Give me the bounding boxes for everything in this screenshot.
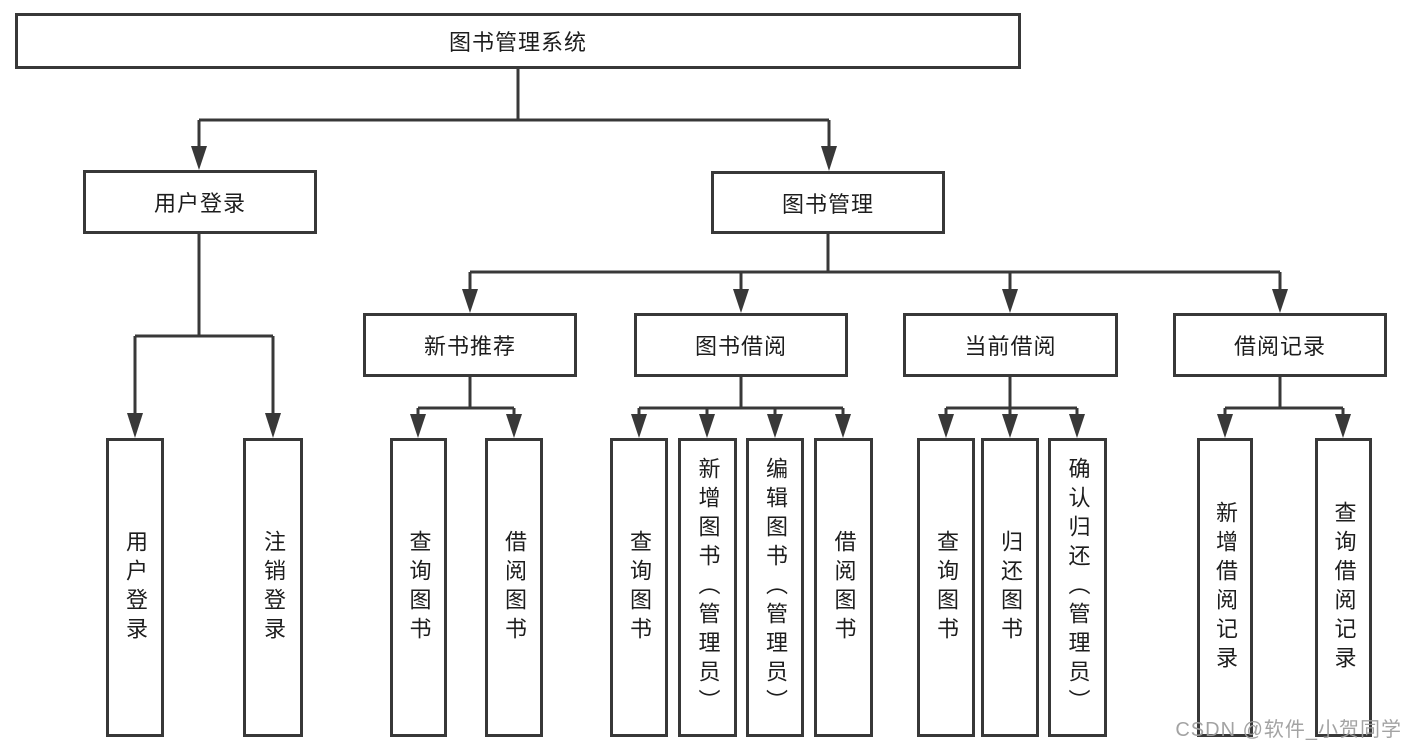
node-label: 图书管理	[781, 191, 874, 217]
node-label: 用户登录	[153, 191, 246, 216]
leaf-label: 查询图书	[934, 529, 959, 646]
leaf-label: 查询图书	[406, 529, 432, 646]
node-current-borrow: 当前借阅	[903, 313, 1118, 377]
connector-book-borrow-children	[631, 377, 851, 438]
leaf-add-books-admin: 新增图书（管理员）	[678, 438, 737, 737]
leaf-borrow-books-recommend: 借阅图书	[485, 438, 543, 737]
leaf-label: 归还图书	[998, 529, 1023, 646]
connector-root-to-level2	[191, 69, 837, 171]
leaf-label: 新增借阅记录	[1213, 500, 1238, 675]
node-user-login: 用户登录	[83, 170, 317, 234]
node-book-management: 图书管理	[711, 171, 945, 234]
leaf-logout: 注销登录	[243, 438, 303, 737]
node-new-book-recommend: 新书推荐	[363, 313, 577, 377]
node-label: 新书推荐	[423, 334, 516, 359]
leaf-query-books-current: 查询图书	[917, 438, 975, 737]
leaf-label: 借阅图书	[502, 529, 527, 646]
node-label: 图书管理系统	[448, 30, 587, 55]
leaf-label: 新增图书（管理员）	[695, 457, 721, 718]
node-label: 借阅记录	[1233, 334, 1326, 359]
leaf-return-books: 归还图书	[981, 438, 1039, 737]
connector-current-borrow-children	[938, 377, 1085, 438]
leaf-confirm-return-admin: 确认归还（管理员）	[1048, 438, 1107, 737]
node-library-management-system: 图书管理系统	[15, 13, 1021, 69]
connector-borrow-record-children	[1217, 377, 1351, 438]
node-borrow-record: 借阅记录	[1173, 313, 1387, 377]
node-label: 当前借阅	[964, 334, 1057, 359]
connector-new-book-children	[410, 377, 522, 438]
node-book-borrow: 图书借阅	[634, 313, 848, 377]
leaf-query-books-borrow: 查询图书	[610, 438, 668, 737]
leaf-label: 借阅图书	[831, 529, 857, 646]
leaf-label: 注销登录	[261, 529, 286, 646]
leaf-add-borrow-record: 新增借阅记录	[1197, 438, 1253, 737]
node-label: 图书借阅	[694, 334, 787, 359]
leaf-borrow-books: 借阅图书	[814, 438, 873, 737]
leaf-label: 用户登录	[123, 529, 148, 646]
leaf-query-borrow-record: 查询借阅记录	[1315, 438, 1372, 737]
leaf-query-books-recommend: 查询图书	[390, 438, 447, 737]
leaf-edit-books-admin: 编辑图书（管理员）	[746, 438, 804, 737]
leaf-label: 查询图书	[627, 529, 652, 646]
connector-book-management-children	[462, 234, 1288, 313]
leaf-user-login: 用户登录	[106, 438, 164, 737]
leaf-label: 确认归还（管理员）	[1065, 457, 1091, 718]
connector-user-login-children	[127, 234, 281, 438]
leaf-label: 编辑图书（管理员）	[763, 457, 788, 718]
leaf-label: 查询借阅记录	[1331, 500, 1357, 675]
